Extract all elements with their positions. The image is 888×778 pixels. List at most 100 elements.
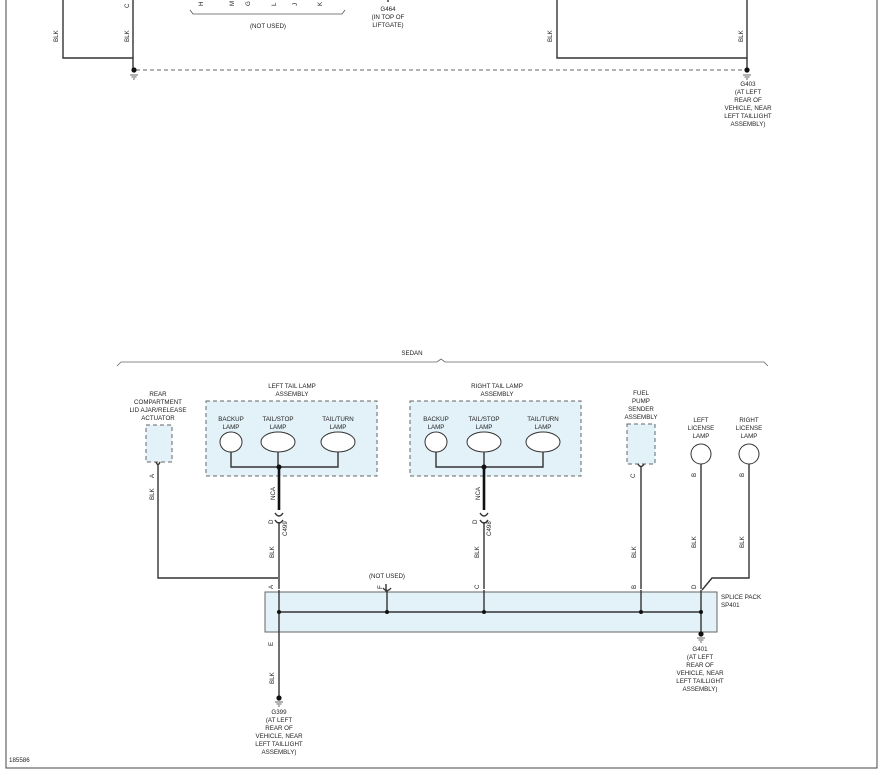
splice-pin-e: E (268, 642, 275, 646)
svg-text:RIGHT TAIL LAMP: RIGHT TAIL LAMP (471, 383, 523, 390)
svg-text:(AT LEFT: (AT LEFT (266, 717, 292, 724)
left-tailturn-lamp-icon (320, 431, 356, 453)
sedan-section: SEDAN REAR COMPARTMENT LID AJAR/RELEASE … (116, 350, 769, 756)
svg-text:LAMP: LAMP (741, 433, 758, 440)
svg-text:VEHICLE, NEAR: VEHICLE, NEAR (676, 670, 724, 677)
svg-text:COMPARTMENT: COMPARTMENT (134, 399, 182, 406)
figure-id: 185586 (9, 757, 30, 764)
right-license-blk-label: BLK (739, 535, 746, 548)
svg-text:REAR OF: REAR OF (734, 97, 762, 104)
actuator-pin-a: A (149, 473, 156, 478)
left-license-lamp: LEFT LICENSE LAMP (688, 417, 714, 465)
svg-text:LICENSE: LICENSE (688, 425, 714, 432)
svg-text:REAR OF: REAR OF (265, 725, 293, 732)
fuel-pin-c: C (630, 473, 637, 478)
right-pin-d: D (472, 519, 479, 524)
splice-pin-c: C (474, 584, 481, 589)
sedan-bracket (116, 358, 769, 367)
g399-ground-dot (276, 695, 282, 701)
top-section: BLK BLK C H M G L J K (NOT USED) G464 (I… (53, 0, 772, 128)
g401-ground-dot (698, 631, 704, 637)
svg-text:LEFT TAIL LAMP: LEFT TAIL LAMP (268, 383, 316, 390)
left-tail-lamp-assembly: LEFT TAIL LAMP ASSEMBLY BACKUP LAMP TAIL… (205, 383, 378, 477)
svg-text:VEHICLE, NEAR: VEHICLE, NEAR (255, 733, 303, 740)
svg-text:TAIL/STOP: TAIL/STOP (262, 416, 293, 423)
splice-label-1: SPLICE PACK (721, 594, 762, 601)
svg-text:BACKUP: BACKUP (423, 416, 448, 423)
right-backup-lamp-icon (424, 431, 448, 453)
svg-text:REAR: REAR (149, 391, 167, 398)
svg-text:TAIL/TURN: TAIL/TURN (527, 416, 559, 423)
svg-text:LAMP: LAMP (693, 433, 710, 440)
g403-label-group: G403 (AT LEFT REAR OF VEHICLE, NEAR LEFT… (724, 81, 772, 128)
svg-text:LAMP: LAMP (476, 424, 493, 431)
left-connector: C499 (282, 521, 289, 536)
svg-text:TAIL/STOP: TAIL/STOP (468, 416, 499, 423)
fuel-pump-sender-assembly: FUEL PUMP SENDER ASSEMBLY (625, 390, 657, 468)
svg-text:G399: G399 (271, 709, 287, 716)
sedan-label: SEDAN (401, 350, 422, 357)
left-pin-d: D (268, 519, 275, 524)
top-pin-c: C (124, 3, 131, 8)
svg-text:(AT LEFT: (AT LEFT (687, 654, 713, 661)
g399-label-group: G399 (AT LEFT REAR OF VEHICLE, NEAR LEFT… (255, 709, 303, 756)
top-pin-m: M (229, 1, 236, 6)
svg-text:G403: G403 (740, 81, 756, 88)
svg-text:ASSEMBLY: ASSEMBLY (481, 391, 514, 398)
svg-text:TAIL/TURN: TAIL/TURN (322, 416, 354, 423)
top-pin-g: G (245, 1, 252, 6)
rear-compartment-actuator: REAR COMPARTMENT LID AJAR/RELEASE ACTUAT… (129, 391, 187, 466)
svg-text:REAR OF: REAR OF (686, 662, 714, 669)
top-pin-l: L (271, 2, 278, 6)
svg-text:G401: G401 (692, 646, 708, 653)
top-pin-h: H (198, 2, 205, 6)
svg-text:LAMP: LAMP (330, 424, 347, 431)
top-wire-mid-label: BLK (124, 29, 131, 42)
svg-text:PUMP: PUMP (632, 398, 650, 405)
splice-pack-sp401: SPLICE PACK SP401 (264, 590, 762, 636)
left-backup-lamp-icon (219, 431, 243, 453)
svg-text:ACTUATOR: ACTUATOR (141, 415, 175, 422)
svg-text:FUEL: FUEL (633, 390, 649, 397)
top-wire-right1-label: BLK (547, 29, 554, 42)
right-connector: C498 (486, 521, 493, 536)
svg-text:LEFT TAILLIGHT: LEFT TAILLIGHT (255, 741, 303, 748)
right-tail-lamp-assembly: RIGHT TAIL LAMP ASSEMBLY BACKUP LAMP TAI… (409, 383, 582, 477)
right-tailstop-lamp-icon (466, 431, 502, 453)
splice-pin-f: F (377, 585, 384, 589)
right-license-lamp-icon (738, 443, 760, 465)
splice-pin-a: A (268, 584, 275, 589)
svg-text:(AT LEFT: (AT LEFT (735, 89, 761, 96)
splice-not-used: (NOT USED) (369, 573, 405, 580)
top-pin-k: K (317, 1, 324, 6)
top-wire-left-label: BLK (53, 29, 60, 42)
svg-text:VEHICLE, NEAR: VEHICLE, NEAR (724, 105, 772, 112)
fuel-blk-label: BLK (631, 545, 638, 558)
right-nca-label: NCA (475, 486, 482, 500)
right-license-lamp: RIGHT LICENSE LAMP (736, 417, 762, 465)
top-pin-j: J (292, 3, 299, 6)
svg-text:ASSEMBLY: ASSEMBLY (276, 391, 309, 398)
svg-text:LAMP: LAMP (428, 424, 445, 431)
svg-text:LID AJAR/RELEASE: LID AJAR/RELEASE (129, 407, 186, 414)
left-license-blk-label: BLK (691, 535, 698, 548)
splice-label-2: SP401 (721, 602, 740, 609)
left-nca-label: NCA (270, 486, 277, 500)
svg-text:RIGHT: RIGHT (739, 417, 758, 424)
right-blk-label: BLK (474, 545, 481, 558)
top-not-used: (NOT USED) (250, 23, 286, 30)
svg-text:LICENSE: LICENSE (736, 425, 762, 432)
left-blk-label: BLK (269, 545, 276, 558)
svg-text:LAMP: LAMP (535, 424, 552, 431)
g464-loc-2: LIFTGATE) (372, 22, 403, 29)
svg-text:SENDER: SENDER (628, 406, 654, 413)
svg-text:ASSEMBLY): ASSEMBLY) (731, 121, 766, 128)
svg-text:LEFT TAILLIGHT: LEFT TAILLIGHT (676, 678, 724, 685)
right-tailturn-lamp-icon (525, 431, 561, 453)
left-license-lamp-icon (690, 443, 712, 465)
g464-loc-1: (IN TOP OF (372, 14, 405, 21)
ground-dot-left (131, 67, 137, 73)
g399-blk-label: BLK (269, 671, 276, 684)
left-license-pin-b: B (691, 473, 698, 477)
